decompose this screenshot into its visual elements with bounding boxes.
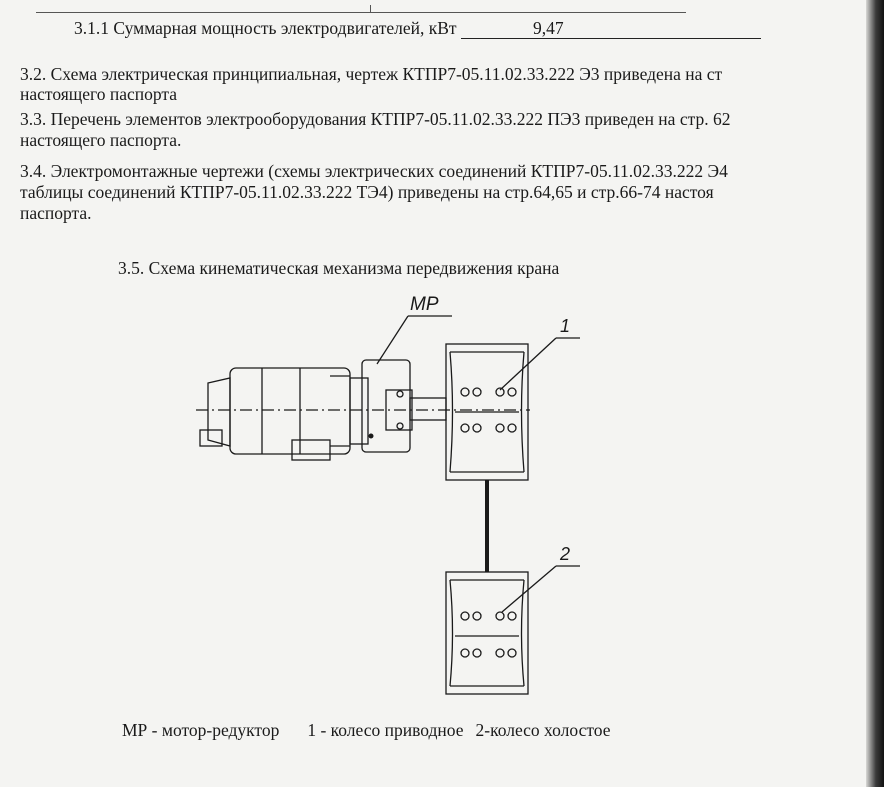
wheel1-leader-line	[499, 337, 557, 391]
wheel2-leader-line	[501, 565, 557, 613]
label-wheel-2: 2	[559, 544, 570, 564]
total-power-value: 9,47	[460, 18, 761, 39]
drive-wheel	[445, 343, 529, 481]
label-mr: МР	[410, 294, 439, 315]
gearbox	[349, 359, 447, 453]
electric-motor	[199, 367, 351, 461]
section-title: 3.5. Схема кинематическая механизма пере…	[118, 258, 560, 278]
legend-drive-wheel: 1 - колесо приводное	[307, 720, 464, 740]
total-power-label: 3.1.1 Суммарная мощность электродвигател…	[74, 18, 457, 38]
top-tick	[370, 5, 371, 12]
item-3-3-line2: настоящего паспорта.	[20, 130, 182, 150]
item-3-2-line2: настоящего паспорта	[20, 84, 178, 104]
item-3-1-1: 3.1.1 Суммарная мощность электродвигател…	[74, 18, 761, 39]
idle-wheel	[445, 571, 529, 695]
item-3-3-line1: 3.3. Перечень элементов электрооборудова…	[20, 109, 731, 129]
top-rule	[36, 12, 686, 13]
item-3-2-line1: 3.2. Схема электрическая принципиальная,…	[20, 64, 723, 84]
legend: МР - мотор-редуктор 1 - колесо приводное 2…	[122, 720, 611, 740]
legend-idle-wheel: 2-колесо холостое	[475, 720, 611, 740]
label-wheel-1: 1	[560, 316, 570, 336]
item-3-4-line2: таблицы соединений КТПР7-05.11.02.33.222…	[20, 182, 714, 202]
page-edge-shadow	[866, 0, 884, 787]
legend-motor-reducer: МР - мотор-редуктор	[122, 720, 280, 740]
motor-leader-line	[376, 315, 409, 365]
item-3-4-line1: 3.4. Электромонтажные чертежи (схемы эле…	[20, 161, 728, 181]
item-3-4-line3: паспорта.	[20, 203, 92, 223]
